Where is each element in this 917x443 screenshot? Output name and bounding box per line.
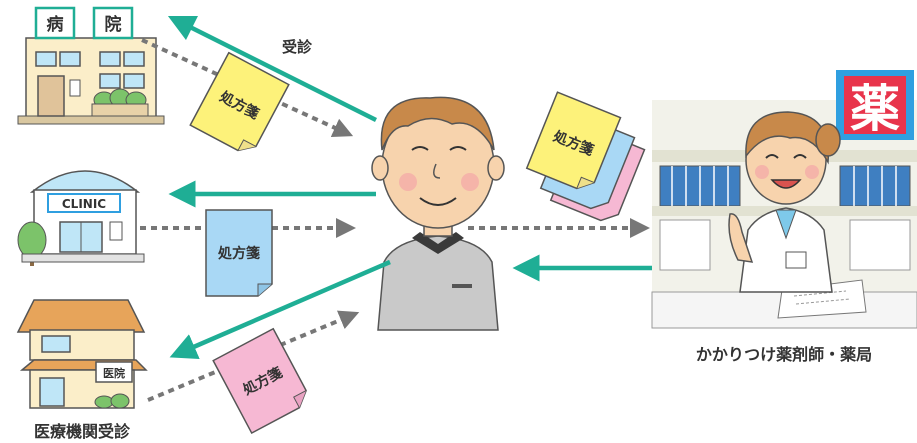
hospital-sign-left: 病 (47, 14, 64, 35)
consultation-arrow-practice (169, 259, 391, 360)
clinic-building-icon (17, 170, 145, 266)
pharmacist-woman-icon (728, 111, 841, 293)
prescription-stack-pharmacy: 処方箋 (525, 91, 646, 222)
prescription-arrow-practice (147, 310, 360, 402)
hospital-building-icon (17, 6, 165, 125)
prescription-note-clinic: 処方箋 (205, 209, 273, 297)
practice-sign: 医院 (103, 366, 125, 380)
hospital-sign-right: 院 (105, 14, 122, 35)
prescription-note-hospital: 処方箋 (189, 51, 290, 152)
patient-man-icon (371, 96, 505, 331)
consultation-arrow-hospital (167, 15, 378, 123)
medical-practice-icon (16, 299, 148, 409)
pharmacy-caption: かかりつけ薬剤師・薬局 (696, 345, 872, 364)
prescription-label-clinic: 処方箋 (217, 245, 260, 262)
institution-caption: 医療機関受診 (34, 422, 131, 441)
clinic-sign: CLINIC (62, 197, 106, 211)
prescription-note-practice: 処方箋 (212, 327, 307, 435)
pharmacy-sign: 薬 (850, 80, 900, 138)
consultation-label: 受診 (282, 38, 313, 56)
